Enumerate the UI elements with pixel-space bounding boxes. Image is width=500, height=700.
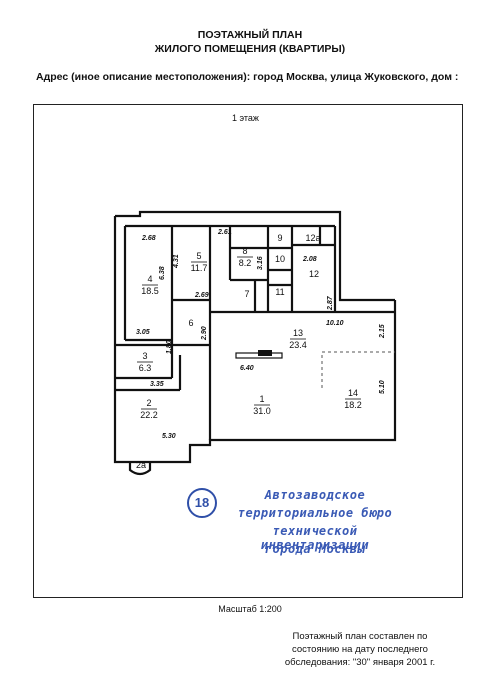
- room-area: 8.2: [239, 258, 252, 268]
- room-number: 3: [142, 351, 147, 361]
- room-area: 18.2: [344, 400, 362, 410]
- room-number: 5: [196, 251, 201, 261]
- room-number: 6: [188, 318, 193, 328]
- dimension-label: 2.08: [302, 256, 317, 263]
- note-line-1: Поэтажный план составлен по: [292, 631, 428, 642]
- dimension-label: 3.35: [150, 381, 164, 388]
- dimension-label: 10.10: [326, 320, 344, 327]
- dimension-label: 2.61: [217, 229, 232, 236]
- room-area: 11.7: [191, 263, 208, 273]
- room-number: 12: [309, 269, 319, 279]
- outer-wall: [115, 210, 395, 302]
- room-number: 13: [293, 328, 303, 338]
- dimension-label: 4.31: [173, 254, 180, 269]
- dimension-label: 2.15: [379, 324, 386, 339]
- note-line-3: обследования: "30" января 2001 г.: [284, 657, 436, 668]
- room-number: 12а: [305, 233, 320, 243]
- room-area: 18.5: [141, 286, 159, 296]
- room-number: 9: [277, 233, 282, 243]
- room-number: 10: [275, 254, 285, 264]
- dimension-label: 2.90: [201, 326, 208, 341]
- room-number: 14: [348, 388, 358, 398]
- room-number: 1: [259, 394, 264, 404]
- survey-date-note: Поэтажный план составлен по состоянию на…: [260, 630, 460, 669]
- room-number: 7: [244, 289, 249, 299]
- stamp-line-1: Автозаводское: [264, 488, 366, 502]
- plan-title-line-1: ПОЭТАЖНЫЙ ПЛАН: [197, 29, 303, 41]
- room-number: 2: [146, 398, 151, 408]
- room-number: 8: [242, 246, 247, 256]
- outer-wall: [113, 216, 397, 464]
- dimension-label: 6.38: [159, 266, 166, 280]
- dimension-label: 6.40: [240, 365, 254, 372]
- dimension-label: 2.87: [327, 295, 334, 311]
- dimension-label: 2.69: [194, 292, 209, 299]
- dimension-label: 1.80: [166, 340, 173, 354]
- dimension-label: 5.10: [379, 380, 386, 394]
- dimension-label: 5.30: [162, 433, 176, 440]
- dimension-label: 3.16: [257, 256, 264, 270]
- floor-label: 1 этаж: [232, 113, 259, 123]
- address-line: Адрес (иное описание местоположения): го…: [36, 71, 459, 83]
- stamp-line-2: территориальное бюро: [237, 506, 393, 520]
- room-area: 22.2: [140, 410, 158, 420]
- room-area: 31.0: [253, 406, 271, 416]
- bti-stamp: 18 Автозаводское территориальное бюро те…: [185, 482, 415, 566]
- dimension-label: 2.68: [141, 235, 156, 242]
- stamp-line-3: технической инвентаризации: [260, 524, 370, 552]
- stamp-number: 18: [187, 488, 217, 518]
- dimension-label: 3.05: [136, 329, 150, 336]
- floor-plan-frame: [33, 104, 463, 598]
- scale-label: Масштаб 1:200: [218, 604, 282, 614]
- room-number: 4: [147, 274, 152, 284]
- stamp-line-4: города Москвы: [264, 542, 366, 556]
- note-line-2: состоянию на дату последнего: [292, 644, 428, 655]
- room-number: 2а: [136, 460, 146, 470]
- room-number: 11: [275, 287, 284, 297]
- room-area: 23.4: [289, 340, 307, 350]
- room-area: 6.3: [139, 363, 152, 373]
- plan-title-line-2: ЖИЛОГО ПОМЕЩЕНИЯ (КВАРТИРЫ): [154, 43, 346, 55]
